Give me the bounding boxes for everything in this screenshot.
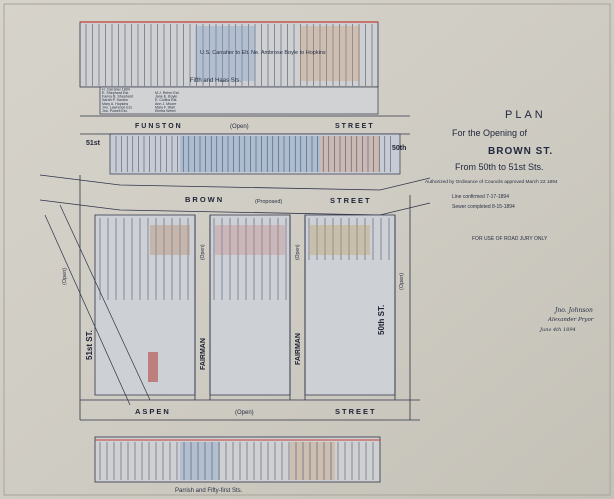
aspen-street: ASPEN (Open) STREET xyxy=(80,399,420,421)
owner-label: Elmira Weed xyxy=(155,109,176,113)
owner-label: E. Collins Est. xyxy=(155,98,177,102)
owner-label: Jno. Powell Est. xyxy=(102,109,128,113)
upper-lots: Jno. Powell Est.Jno. Lawrence Est.Mary A… xyxy=(99,86,379,115)
brown-label-right: STREET xyxy=(330,196,372,205)
open-label-mid1: (Open) xyxy=(200,244,206,260)
owner-label: M.J. Rehm Est. xyxy=(155,91,180,95)
title-line1: PLAN xyxy=(505,109,546,121)
st51-label-top: 51st xyxy=(86,140,101,147)
funston-brown-block xyxy=(109,133,401,175)
note-line-confirmed: Line confirmed 7-17-1894 xyxy=(452,194,509,200)
central-blocks xyxy=(94,214,396,396)
funston-label-left: FUNSTON xyxy=(135,123,183,130)
title-line2: For the Opening of xyxy=(452,128,528,138)
open-label-left: (Open) xyxy=(62,268,68,285)
title-line4: From 50th to 51st Sts. xyxy=(455,162,544,172)
signature-1: Jno. Johnson xyxy=(553,307,593,314)
vertical-streets xyxy=(44,175,411,420)
bottom-block: Parrish and Fifty-first Sts. xyxy=(94,436,381,494)
fairman-label-1: FAIRMAN xyxy=(200,338,207,370)
owner-label: E. Shephard Est. xyxy=(102,91,129,95)
owner-label: Mary A. Hopkins xyxy=(102,102,128,106)
st51-label: 51st ST. xyxy=(85,330,94,360)
owner-label: Ann J. Moore xyxy=(155,102,176,106)
signature-block: Jno. Johnson Alexander Pryor June 4th 18… xyxy=(539,307,594,333)
aspen-label-left: ASPEN xyxy=(135,407,171,416)
top-owners-label: U.S. Carraher to Elt. Ne. Ambrose Boyle … xyxy=(200,50,326,56)
owner-label: Sarah P. Saxton xyxy=(102,98,128,102)
title-block: PLAN For the Opening of BROWN ST. From 5… xyxy=(425,109,558,242)
brown-label-mid: (Proposed) xyxy=(255,199,282,205)
note-authorization: Authorized by Ordinance of Councils appr… xyxy=(425,179,558,185)
owner-label: Jno. Lawrence Est. xyxy=(102,105,133,109)
st50-label: 50th ST. xyxy=(377,305,386,335)
note-sewer: Sewer completed 8-15-1894 xyxy=(452,204,515,210)
funston-label-mid: (Open) xyxy=(230,124,249,130)
signature-date: June 4th 1894 xyxy=(539,327,576,333)
open-label-mid2: (Open) xyxy=(295,244,301,260)
aspen-label-right: STREET xyxy=(335,407,377,416)
owner-label: H. Carraher 1894 xyxy=(102,87,130,91)
note-jury: FOR USE OF ROAD JURY ONLY xyxy=(472,236,548,242)
owner-label: Fanny B. Shephard xyxy=(102,95,133,99)
brown-label-left: BROWN xyxy=(185,195,224,204)
owner-label: Jane E. Boyle xyxy=(155,95,177,99)
paper-border xyxy=(3,3,611,496)
fairman-label-2: FAIRMAN xyxy=(295,333,302,365)
title-line3: BROWN ST. xyxy=(488,146,553,157)
top-block: U.S. Carraher to Elt. Ne. Ambrose Boyle … xyxy=(79,21,379,88)
signature-2: Alexander Pryor xyxy=(547,317,594,323)
funston-label-right: STREET xyxy=(335,123,375,130)
bottom-pencil-label: Parrish and Fifty-first Sts. xyxy=(175,488,243,494)
open-label-right: (Open) xyxy=(399,273,405,290)
top-pencil-label: Fifth and Haas Sts. xyxy=(190,78,241,84)
st50-label-top: 50th xyxy=(392,145,406,152)
aspen-label-mid: (Open) xyxy=(235,410,254,416)
owner-label: Mary F. Wall xyxy=(155,105,175,109)
